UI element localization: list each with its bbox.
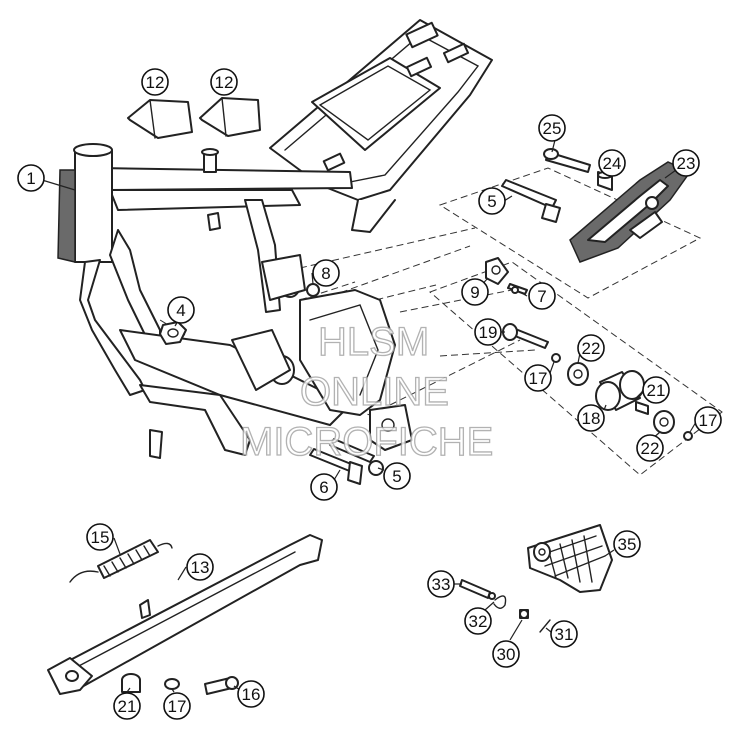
callout-13: 13 [186,553,214,581]
callout-label: 17 [529,369,548,388]
callout-6: 6 [310,473,338,501]
callout-23: 23 [672,149,700,177]
callout-17c: 17 [163,692,191,720]
callout-24: 24 [598,149,626,177]
footpeg-35 [527,524,613,593]
callout-17b: 17 [694,406,722,434]
frame-caps [127,97,261,139]
callout-label: 33 [432,575,451,594]
callout-label: 30 [497,645,516,664]
callout-label: 15 [91,528,110,547]
footpeg-hardware [459,579,551,633]
callout-label: 17 [699,411,718,430]
callout-label: 9 [470,283,479,302]
callout-5a: 5 [478,187,506,215]
callout-label: 24 [603,154,622,173]
callout-16: 16 [237,680,265,708]
callout-label: 25 [543,119,562,138]
callout-18: 18 [577,404,605,432]
callout-31: 31 [550,620,578,648]
callout-32: 32 [464,607,492,635]
callout-21b: 21 [113,692,141,720]
callout-12b: 12 [210,68,238,96]
callout-35: 35 [613,530,641,558]
callout-17a: 17 [524,364,552,392]
callout-5b: 5 [383,462,411,490]
callout-19: 19 [474,318,502,346]
callout-label: 23 [677,154,696,173]
footrest-assembly [501,148,692,263]
callout-label: 32 [469,612,488,631]
assembly-guides [159,167,723,476]
spring-15 [69,539,173,583]
callout-label: 12 [215,73,234,92]
callout-8: 8 [312,259,340,287]
callout-33: 33 [427,570,455,598]
kickstand-hardware [121,673,239,695]
clamp-9-bolt-7 [485,257,528,295]
watermark: HLSM ONLINE MICROFICHE [239,319,494,464]
bolts-6-5 [309,438,384,485]
callout-label: 22 [582,339,601,358]
callout-22a: 22 [577,334,605,362]
callout-label: 22 [641,439,660,458]
callout-label: 19 [479,323,498,342]
callout-4: 4 [167,296,195,324]
callout-label: 17 [168,697,187,716]
callout-30: 30 [492,640,520,668]
callout-label: 31 [555,625,574,644]
callout-label: 4 [176,301,185,320]
nut-8 [306,283,320,297]
pivot-assembly [502,323,693,441]
callout-label: 8 [321,264,330,283]
callout-15: 15 [86,523,114,551]
callout-label: 5 [392,467,401,486]
callout-12a: 12 [141,68,169,96]
callout-1: 1 [17,164,45,192]
callout-label: 12 [146,73,165,92]
callout-label: 13 [191,558,210,577]
callout-label: 7 [537,287,546,306]
callout-7: 7 [528,282,556,310]
callout-label: 16 [242,685,261,704]
callout-label: 6 [319,478,328,497]
callout-label: 5 [487,192,496,211]
callout-25: 25 [538,114,566,142]
leader-lines [41,139,697,693]
callout-label: 1 [26,169,35,188]
watermark-line-3: MICROFICHE [240,420,493,464]
callout-22b: 22 [636,434,664,462]
callout-label: 21 [118,697,137,716]
callout-9: 9 [461,278,489,306]
frame [57,19,493,459]
callout-label: 35 [618,535,637,554]
watermark-line-2: ONLINE [300,370,449,414]
watermark-line-1: HLSM [318,320,429,364]
callout-21a: 21 [642,376,670,404]
kickstand-13 [47,534,323,695]
callout-label: 21 [647,381,666,400]
callout-label: 18 [582,409,601,428]
